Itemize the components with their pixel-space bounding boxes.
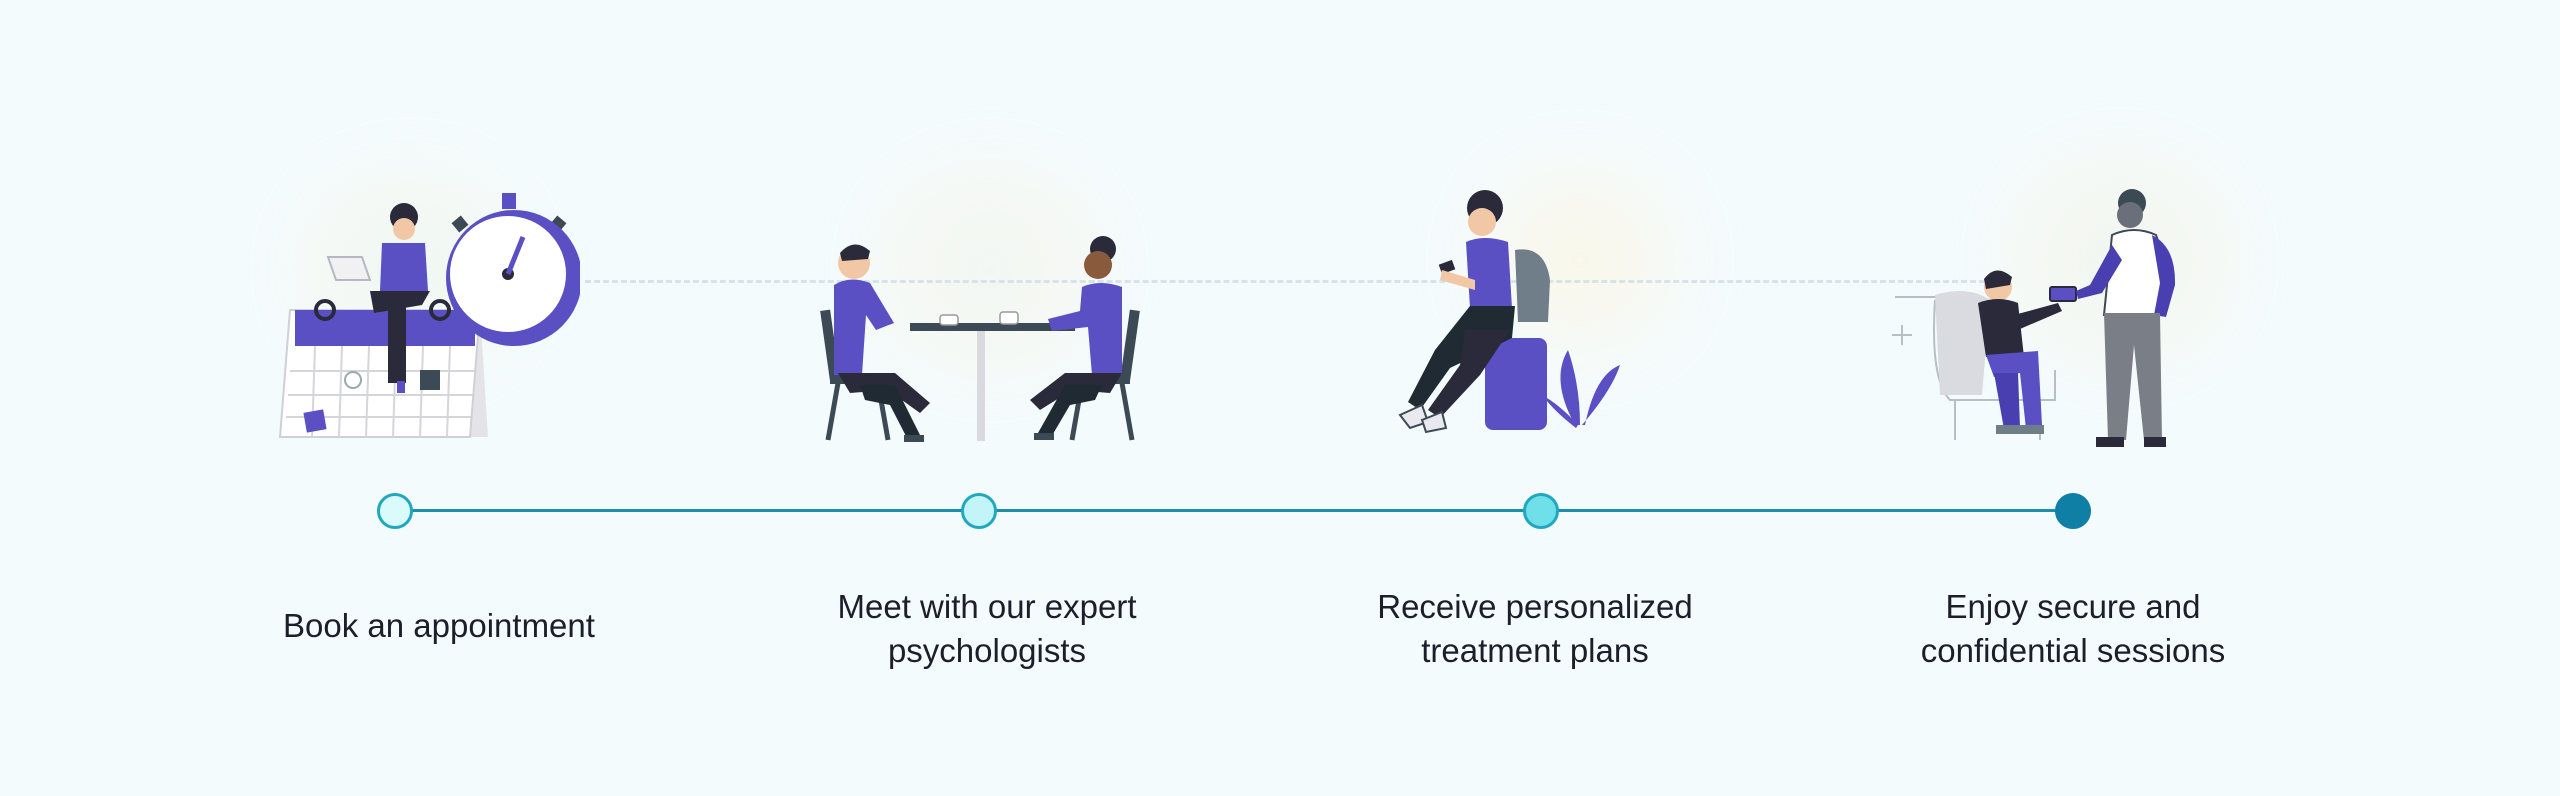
step-4-label: Enjoy secure and confidential sessions bbox=[1920, 588, 2226, 669]
timeline-dot-step-4 bbox=[2055, 493, 2091, 529]
secure-session-illustration bbox=[1892, 189, 2176, 447]
timeline-dot-step-2 bbox=[961, 493, 997, 529]
calendar-stopwatch-illustration bbox=[278, 193, 580, 438]
consultation-meeting-illustration bbox=[820, 236, 1140, 442]
step-3-label: Receive personalized treatment plans bbox=[1377, 588, 1693, 669]
step-1-label: Book an appointment bbox=[283, 607, 595, 644]
dashed-guide-line bbox=[585, 280, 1985, 283]
person-with-phone-illustration bbox=[1398, 190, 1620, 434]
timeline-dot-step-3 bbox=[1523, 493, 1559, 529]
timeline-dot-step-1 bbox=[377, 493, 413, 529]
timeline-line bbox=[395, 509, 2073, 512]
step-2-label: Meet with our expert psychologists bbox=[837, 588, 1137, 669]
